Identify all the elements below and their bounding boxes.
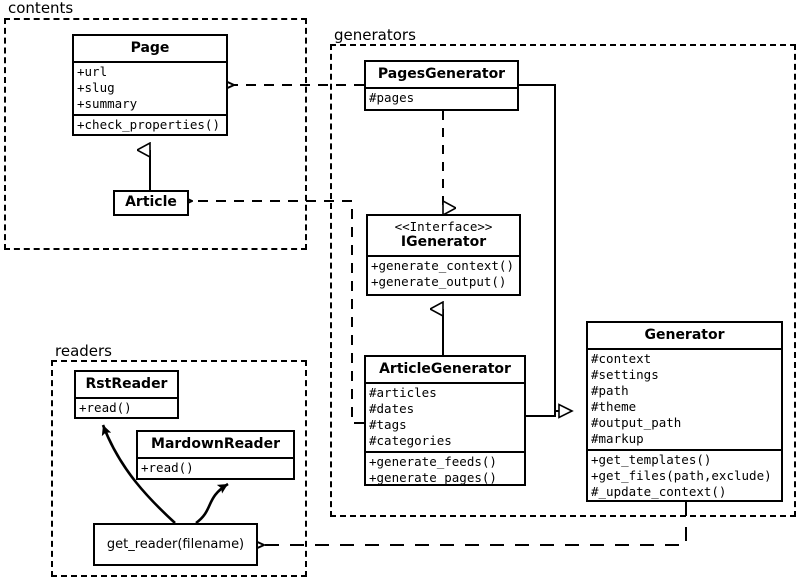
class-name-igenerator: IGenerator	[400, 234, 487, 250]
method: +get_files(path,exclude)	[591, 468, 772, 483]
attribute: #pages	[369, 90, 415, 105]
class-name-article-generator: ArticleGenerator	[379, 361, 511, 377]
class-methods-mardown-reader: +read()	[138, 457, 293, 478]
attribute: #dates	[369, 401, 415, 416]
method: +read()	[79, 400, 132, 415]
method: +generate_pages()	[369, 470, 497, 485]
relationship-generator-uses-get-reader	[264, 502, 687, 545]
attribute: #categories	[369, 433, 452, 448]
method: +generate_feeds()	[369, 454, 497, 469]
method: +generate_context()	[371, 258, 514, 273]
class-name-rst-reader: RstReader	[85, 376, 168, 392]
package-contents-label: contents	[6, 0, 76, 17]
relationship-articlegenerator-uses-article	[192, 201, 364, 424]
class-name-article: Article	[125, 194, 177, 210]
class-box-mardown-reader[interactable]: MardownReader +read()	[136, 430, 295, 480]
class-box-article[interactable]: Article	[113, 190, 189, 216]
method: +check_properties()	[77, 117, 220, 132]
class-attributes-pages-generator: #pages	[366, 87, 517, 108]
attribute: #output_path	[591, 415, 682, 430]
attribute: #path	[591, 383, 629, 398]
attribute: #articles	[369, 385, 437, 400]
relationship-pagesgenerator-extends-generator	[519, 84, 574, 419]
relationship-articlegenerator-extends-generator	[526, 411, 556, 417]
class-methods-article-generator: +generate_feeds() +generate_pages()	[366, 451, 524, 488]
method: +get_templates()	[591, 452, 712, 467]
package-generators-label: generators	[332, 26, 418, 44]
method: +read()	[141, 460, 194, 475]
attribute: +summary	[77, 96, 138, 111]
class-box-pages-generator[interactable]: PagesGenerator #pages	[364, 60, 519, 111]
relationship-get-reader-creates-mardownreader	[195, 482, 229, 525]
class-methods-igenerator: +generate_context() +generate_output()	[368, 255, 519, 292]
function-label-get-reader: get_reader(filename)	[106, 537, 245, 552]
package-readers	[51, 360, 307, 577]
class-attributes-generator: #context #settings #path #theme #output_…	[588, 348, 781, 449]
package-generators	[330, 44, 796, 517]
attribute: #theme	[591, 399, 637, 414]
class-stereotype-igenerator: <<Interface>>	[394, 219, 493, 234]
class-name-mardown-reader: MardownReader	[151, 436, 280, 452]
method: +generate_output()	[371, 274, 507, 289]
class-box-generator[interactable]: Generator #context #settings #path #them…	[586, 321, 783, 502]
class-name-generator: Generator	[644, 327, 725, 343]
method: #_update_context()	[591, 484, 727, 499]
class-name-pages-generator: PagesGenerator	[377, 66, 506, 82]
class-box-article-generator[interactable]: ArticleGenerator #articles #dates #tags …	[364, 355, 526, 486]
package-contents	[4, 18, 307, 250]
class-attributes-article-generator: #articles #dates #tags #categories	[366, 382, 524, 451]
class-methods-rst-reader: +read()	[76, 397, 177, 418]
class-attributes-page: +url +slug +summary	[74, 61, 226, 114]
class-box-igenerator[interactable]: <<Interface>> IGenerator +generate_conte…	[366, 214, 521, 296]
class-box-page[interactable]: Page +url +slug +summary +check_properti…	[72, 34, 228, 136]
attribute: #settings	[591, 367, 659, 382]
attribute: #tags	[369, 417, 407, 432]
class-box-rst-reader[interactable]: RstReader +read()	[74, 370, 179, 419]
class-name-page: Page	[130, 40, 170, 56]
attribute: #markup	[591, 431, 644, 446]
function-box-get-reader[interactable]: get_reader(filename)	[93, 523, 258, 566]
attribute: +url	[77, 64, 108, 79]
class-methods-generator: +get_templates() +get_files(path,exclude…	[588, 449, 781, 502]
relationship-get-reader-creates-rstreader	[101, 424, 176, 524]
class-methods-page: +check_properties()	[74, 114, 226, 135]
attribute: #context	[591, 351, 652, 366]
attribute: +slug	[77, 80, 115, 95]
package-readers-label: readers	[53, 342, 114, 360]
